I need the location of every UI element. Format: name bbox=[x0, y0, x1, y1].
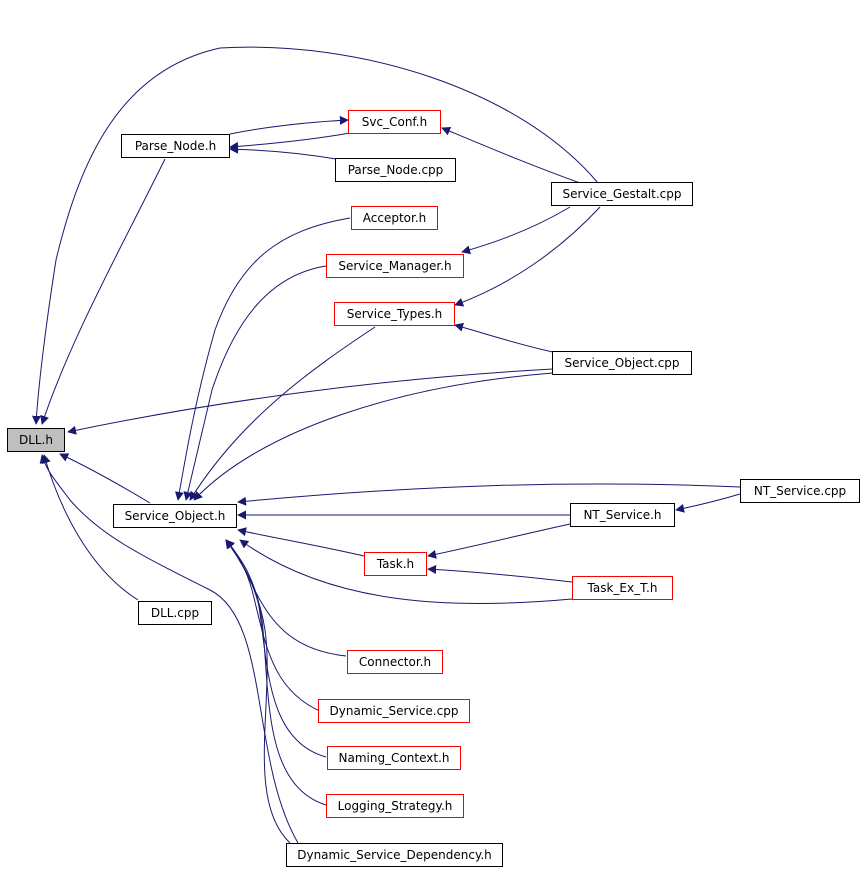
node-connector-h[interactable]: Connector.h bbox=[347, 650, 443, 674]
edge-logging-strategy-h-to-service-object-h bbox=[225, 539, 327, 806]
node-naming-context-h[interactable]: Naming_Context.h bbox=[327, 746, 461, 770]
edge-service-object-cpp-to-service-types-h bbox=[454, 322, 554, 353]
edge-nt-service-h-to-task-h bbox=[427, 523, 571, 559]
edge-dll-cpp-to-dll-h bbox=[41, 454, 139, 601]
edge-service-gestalt-cpp-to-svc-conf-h bbox=[441, 126, 581, 184]
edge-service-types-h-to-service-object-h bbox=[189, 326, 376, 501]
node-dll-cpp[interactable]: DLL.cpp bbox=[138, 601, 212, 625]
node-service-gestalt-cpp[interactable]: Service_Gestalt.cpp bbox=[551, 182, 693, 206]
node-task-ex-t-h[interactable]: Task_Ex_T.h bbox=[572, 576, 673, 600]
edge-connector-h-to-service-object-h bbox=[225, 539, 347, 657]
node-logging-strategy-h[interactable]: Logging_Strategy.h bbox=[326, 794, 464, 818]
node-parse-node-h[interactable]: Parse_Node.h bbox=[121, 134, 230, 158]
edge-task-h-to-service-object-h bbox=[237, 527, 365, 557]
edge-parse-node-h-to-svc-conf-h bbox=[229, 115, 349, 135]
edge-service-gestalt-cpp-to-service-manager-h bbox=[461, 206, 571, 255]
node-acceptor-h[interactable]: Acceptor.h bbox=[351, 206, 438, 230]
edge-service-object-cpp-to-service-object-h bbox=[193, 372, 554, 501]
edge-naming-context-h-to-service-object-h bbox=[225, 539, 327, 758]
edge-service-gestalt-cpp-to-dll-h bbox=[31, 46, 599, 425]
node-nt-service-h[interactable]: NT_Service.h bbox=[570, 503, 675, 527]
edge-parse-node-cpp-to-parse-node-h bbox=[229, 144, 337, 160]
node-svc-conf-h[interactable]: Svc_Conf.h bbox=[348, 110, 441, 134]
node-service-object-cpp[interactable]: Service_Object.cpp bbox=[552, 351, 692, 375]
edge-parse-node-h-to-dll-h bbox=[40, 158, 166, 425]
node-dll-h: DLL.h bbox=[7, 428, 65, 452]
node-service-object-h[interactable]: Service_Object.h bbox=[113, 504, 237, 528]
edge-task-ex-t-h-to-service-object-h bbox=[239, 539, 573, 605]
node-dynamic-service-cpp[interactable]: Dynamic_Service.cpp bbox=[318, 699, 470, 723]
node-nt-service-cpp[interactable]: NT_Service.cpp bbox=[740, 479, 860, 503]
node-task-h[interactable]: Task.h bbox=[364, 552, 427, 576]
edge-service-manager-h-to-service-object-h bbox=[183, 265, 327, 501]
node-parse-node-cpp[interactable]: Parse_Node.cpp bbox=[335, 158, 456, 182]
edge-service-object-cpp-to-dll-h bbox=[67, 368, 554, 435]
edge-service-object-h-to-dll-h bbox=[59, 453, 151, 504]
node-dynamic-service-dependency-h[interactable]: Dynamic_Service_Dependency.h bbox=[286, 843, 503, 867]
edge-task-ex-t-h-to-task-h bbox=[427, 564, 573, 583]
edge-nt-service-cpp-to-service-object-h bbox=[237, 483, 741, 506]
edge-svc-conf-h-to-parse-node-h bbox=[229, 132, 351, 151]
node-service-types-h[interactable]: Service_Types.h bbox=[334, 302, 455, 326]
edge-acceptor-h-to-service-object-h bbox=[174, 217, 351, 501]
edge-service-gestalt-cpp-to-service-types-h bbox=[454, 206, 601, 307]
node-service-manager-h[interactable]: Service_Manager.h bbox=[326, 254, 464, 278]
edge-dynamic-service-dependency-h-to-service-object-h bbox=[225, 539, 291, 844]
edge-nt-service-cpp-to-nt-service-h bbox=[675, 493, 741, 513]
